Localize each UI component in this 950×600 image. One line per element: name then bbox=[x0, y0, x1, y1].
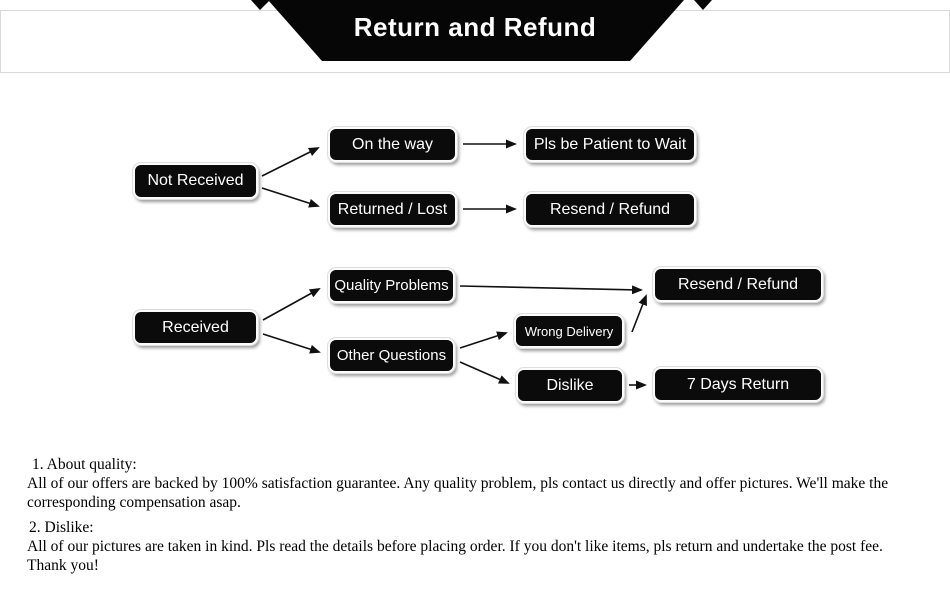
note-dislike-heading: 2. Dislike: bbox=[29, 519, 94, 536]
note-dislike-paragraph: All of our pictures are taken in kind. P… bbox=[27, 537, 883, 575]
flow-node-resend-refund-2: Resend / Refund bbox=[653, 267, 823, 302]
note-quality-line-2: corresponding compensation asap. bbox=[27, 494, 241, 511]
page-title: Return and Refund bbox=[353, 12, 597, 42]
ribbon-body bbox=[268, 0, 684, 61]
flow-node-quality-problems: Quality Problems bbox=[328, 268, 455, 303]
ribbon-banner bbox=[251, 0, 712, 61]
flow-node-pls-be-patient-to-wait: Pls be Patient to Wait bbox=[524, 127, 696, 162]
flow-node-resend-refund-1: Resend / Refund bbox=[524, 192, 696, 227]
flow-node-received: Received bbox=[133, 310, 258, 345]
flow-node-returned-lost: Returned / Lost bbox=[328, 192, 457, 227]
flow-node-not-received: Not Received bbox=[133, 163, 258, 199]
note-quality-heading: 1. About quality: bbox=[32, 456, 137, 473]
flow-node-other-questions: Other Questions bbox=[328, 338, 455, 373]
note-dislike-line-2: Thank you! bbox=[27, 557, 99, 574]
note-quality-paragraph: All of our offers are backed by 100% sat… bbox=[27, 474, 888, 512]
ribbon-right-tail bbox=[694, 0, 712, 10]
note-dislike-line-1: All of our pictures are taken in kind. P… bbox=[27, 538, 883, 555]
flow-node-wrong-delivery: Wrong Delivery bbox=[514, 314, 624, 348]
ribbon-left-tail bbox=[251, 0, 270, 10]
flow-node-dislike: Dislike bbox=[516, 368, 624, 403]
flow-node-7-days-return: 7 Days Return bbox=[653, 367, 823, 402]
flow-node-on-the-way: On the way bbox=[328, 127, 457, 162]
note-quality-line-1: All of our offers are backed by 100% sat… bbox=[27, 475, 889, 492]
